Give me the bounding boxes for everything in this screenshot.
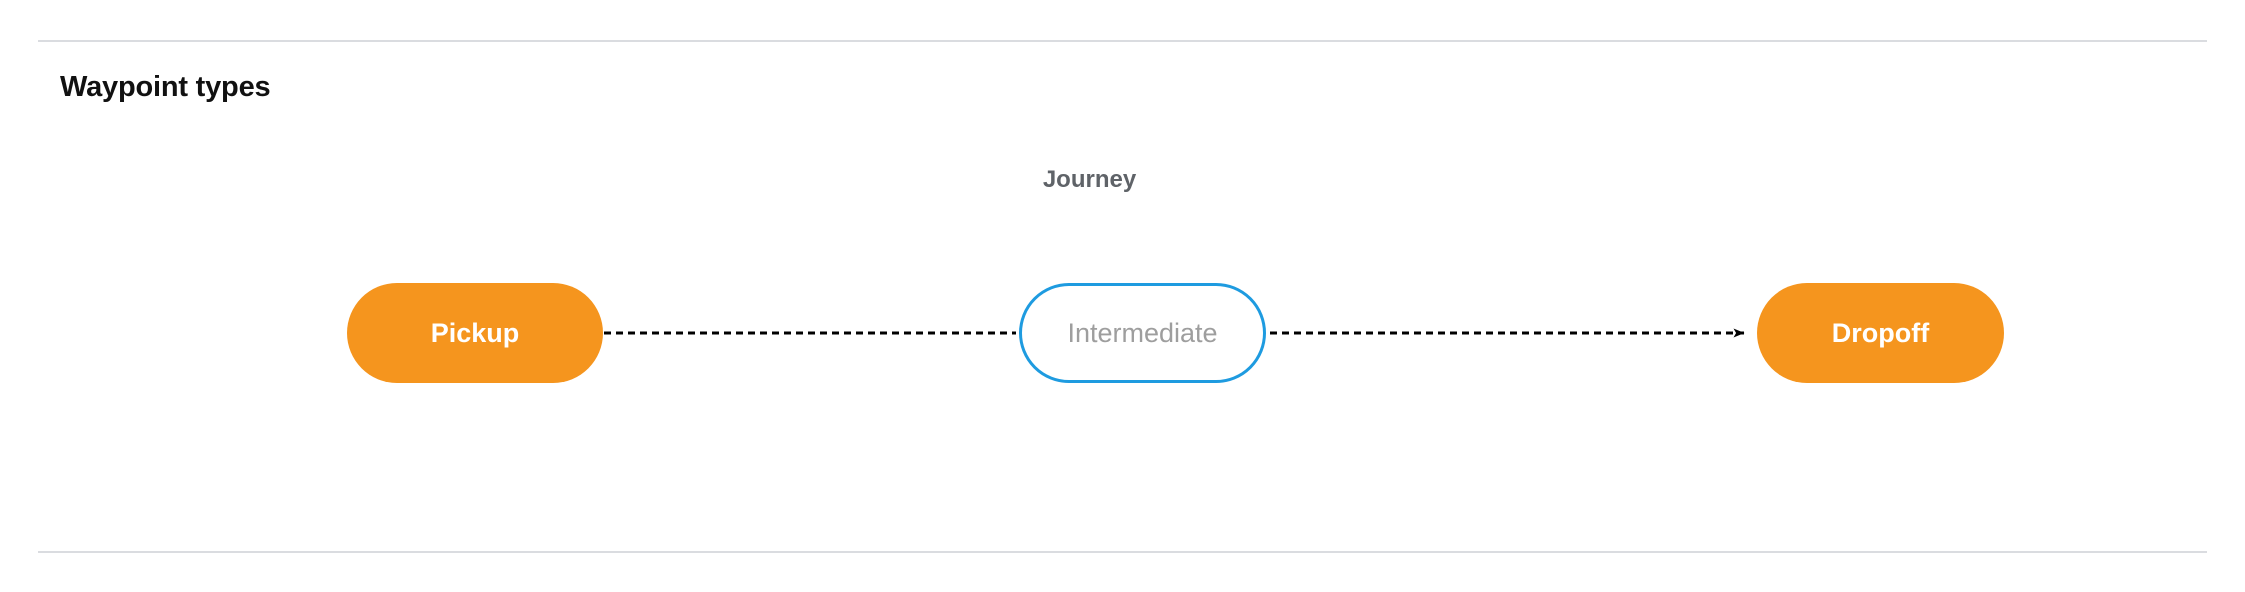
node-pickup-label: Pickup bbox=[430, 317, 520, 348]
node-dropoff[interactable]: Dropoff bbox=[1757, 283, 2004, 383]
diagram-graph-label: Journey bbox=[1042, 166, 1137, 193]
divider-bottom bbox=[38, 551, 2207, 553]
node-dropoff-label: Dropoff bbox=[1831, 317, 1930, 348]
divider-top bbox=[38, 40, 2207, 42]
node-pickup[interactable]: Pickup bbox=[347, 283, 603, 383]
node-intermediate-label: Intermediate bbox=[1067, 317, 1218, 348]
page-title: Waypoint types bbox=[60, 71, 271, 103]
node-intermediate[interactable]: Intermediate bbox=[1019, 283, 1266, 383]
